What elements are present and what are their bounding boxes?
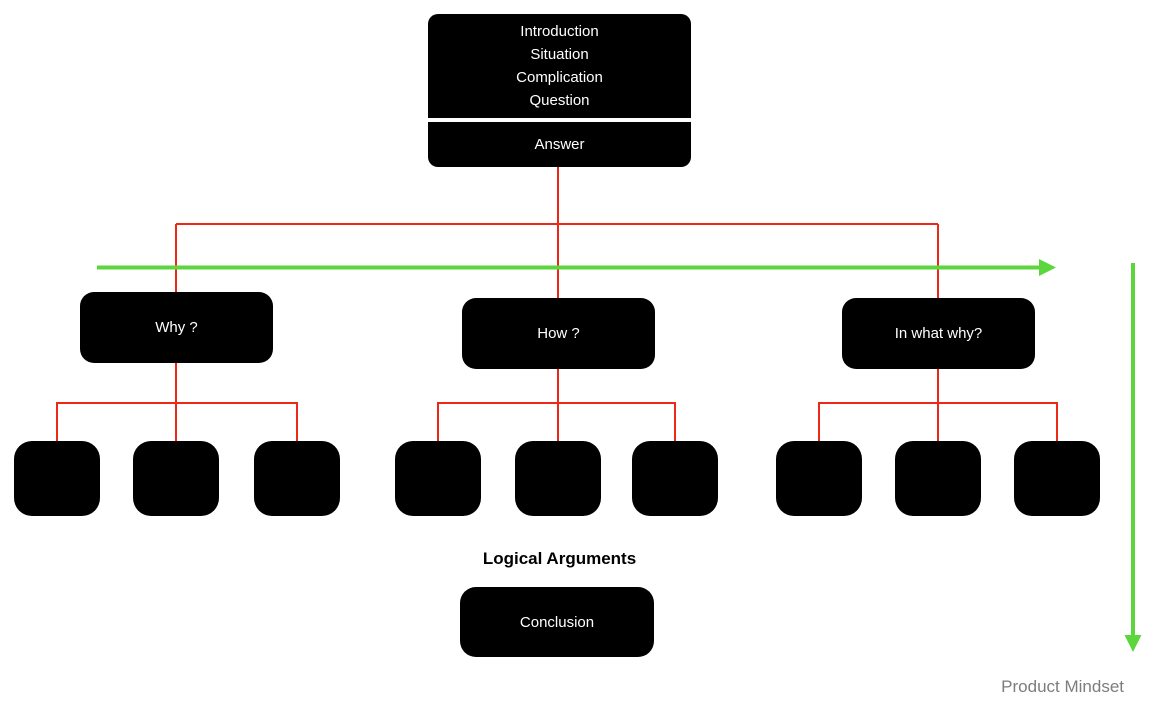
bracket-inwhat-children xyxy=(818,402,1058,442)
horizontal-arrow-icon xyxy=(97,259,1056,276)
branch-box-inwhat[interactable]: In what why? xyxy=(842,298,1035,369)
argument-box[interactable] xyxy=(776,441,862,516)
branch-label-inwhat: In what why? xyxy=(894,325,983,342)
branch-label-why: Why ? xyxy=(155,319,198,336)
argument-box[interactable] xyxy=(632,441,718,516)
branch-box-how[interactable]: How ? xyxy=(462,298,655,369)
bracket-how-children xyxy=(437,402,676,442)
argument-box[interactable] xyxy=(1014,441,1100,516)
branch-label-how: How ? xyxy=(537,325,580,342)
intro-line-situation: Situation xyxy=(530,46,589,63)
argument-box[interactable] xyxy=(133,441,219,516)
branch-box-why[interactable]: Why ? xyxy=(80,292,273,363)
watermark-text: Product Mindset xyxy=(1001,677,1124,696)
argument-box[interactable] xyxy=(254,441,340,516)
argument-box[interactable] xyxy=(395,441,481,516)
answer-box[interactable]: Answer xyxy=(428,122,691,167)
vertical-arrow-icon xyxy=(1124,263,1142,652)
intro-line-introduction: Introduction xyxy=(520,23,599,40)
conclusion-label: Conclusion xyxy=(519,613,595,631)
intro-line-question: Question xyxy=(529,92,590,109)
argument-box[interactable] xyxy=(515,441,601,516)
bracket-why-children xyxy=(56,402,298,442)
argument-box[interactable] xyxy=(14,441,100,516)
intro-scqa-box[interactable]: Introduction Situation Complication Ques… xyxy=(428,14,691,118)
argument-box[interactable] xyxy=(895,441,981,516)
answer-label: Answer xyxy=(534,136,585,153)
logical-arguments-heading: Logical Arguments xyxy=(482,549,637,568)
intro-line-complication: Complication xyxy=(516,69,603,86)
conclusion-box[interactable]: Conclusion xyxy=(460,587,654,657)
